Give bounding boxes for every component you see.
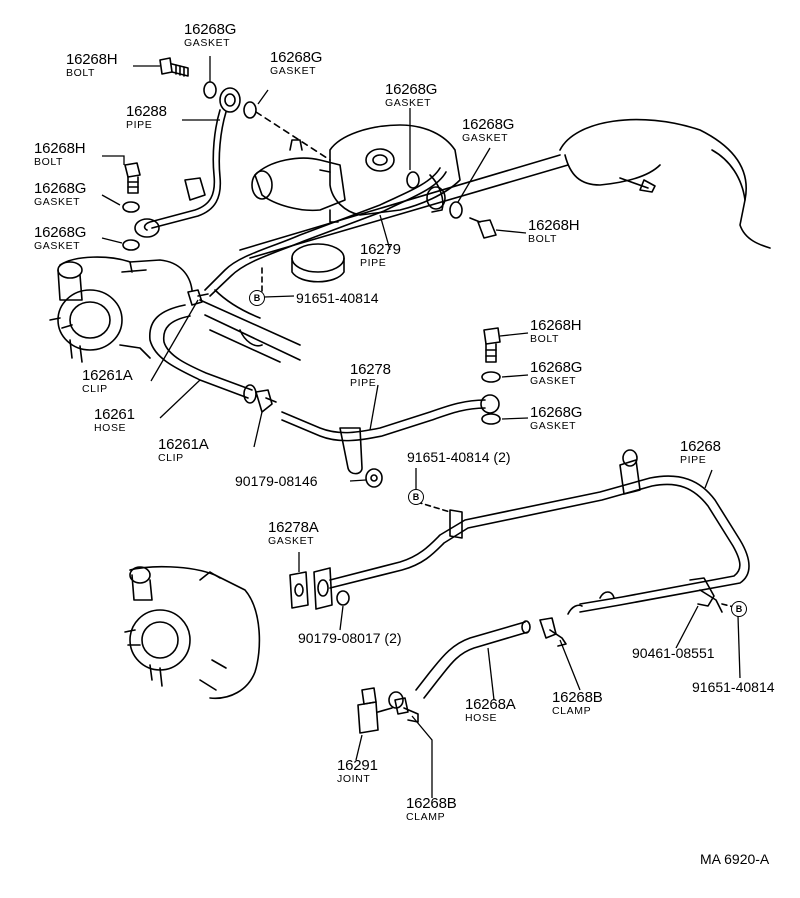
assembly-line-upper-2 — [249, 164, 569, 259]
gasket-ring — [406, 171, 420, 189]
leader-dashed — [416, 501, 451, 513]
leader-line — [355, 734, 363, 761]
pipe-16288 — [143, 87, 241, 231]
bracket-90461 — [689, 577, 723, 613]
figure-code: MA 6920-A — [700, 851, 770, 867]
gasket-16278A — [289, 567, 333, 610]
leader-line — [369, 384, 379, 431]
gasket-ring — [122, 239, 140, 251]
joint-16291 — [357, 687, 404, 734]
leader-line — [379, 214, 391, 251]
leader-line — [487, 647, 495, 701]
leader-dashed — [255, 111, 331, 161]
engine-block-outline — [559, 118, 771, 249]
pipe-16279 — [204, 167, 447, 297]
leader-line — [675, 605, 699, 649]
clip-upper — [187, 289, 209, 306]
leader-line — [339, 605, 344, 631]
gasket-ring — [449, 201, 463, 219]
pipe-16278 — [281, 394, 500, 475]
callout-label: 91651-40814 (2) — [407, 449, 511, 465]
leader-line — [150, 299, 199, 382]
banjo-fitting — [134, 218, 160, 238]
leader-line — [101, 237, 123, 244]
bolt-left — [124, 162, 141, 194]
leader-line — [159, 379, 201, 419]
leader-line — [263, 295, 295, 298]
leader-line — [457, 147, 491, 203]
leader-line — [737, 615, 741, 679]
leader-line — [349, 479, 367, 482]
gasket-ring — [481, 413, 501, 425]
callout-label: 91651-40814 — [692, 679, 775, 695]
gasket-ring — [243, 101, 257, 119]
engine-block-lines — [199, 289, 301, 363]
leader-line — [501, 417, 529, 420]
clamp-lower — [394, 697, 419, 723]
callout-label: 90461-08551 — [632, 645, 715, 661]
leader-line — [495, 229, 527, 234]
leader-line — [411, 715, 433, 798]
leader-line — [102, 155, 125, 165]
thermostat-cover — [291, 243, 345, 283]
gasket-ring — [122, 201, 140, 213]
leader-line — [559, 639, 581, 691]
callout-label: 91651-40814 — [296, 290, 379, 306]
pipe-16268 — [329, 449, 750, 615]
clip-lower — [255, 389, 277, 413]
callout-label: 90179-08146 — [235, 473, 318, 489]
leader-line — [257, 89, 269, 105]
leader-line — [499, 332, 529, 337]
nut-90179-08017 — [336, 590, 350, 606]
nut-90179-08146 — [365, 468, 383, 488]
hose-16268A — [415, 620, 531, 699]
ref-badge-b: B — [249, 290, 265, 306]
leader-line — [101, 194, 121, 206]
bolt-middle-right — [483, 327, 501, 363]
leader-line — [501, 374, 529, 378]
leader-line — [704, 469, 713, 489]
water-pump-lower — [124, 565, 261, 699]
gasket-ring — [481, 371, 501, 383]
ref-badge-b: B — [408, 489, 424, 505]
bolt-top-left — [159, 57, 189, 77]
water-pump-upper — [49, 256, 193, 363]
leader-line — [253, 411, 263, 448]
bolt-right-upper — [469, 217, 497, 239]
ref-badge-b: B — [731, 601, 747, 617]
manifold-body — [251, 124, 461, 223]
callout-label: 90179-08017 (2) — [298, 630, 402, 646]
